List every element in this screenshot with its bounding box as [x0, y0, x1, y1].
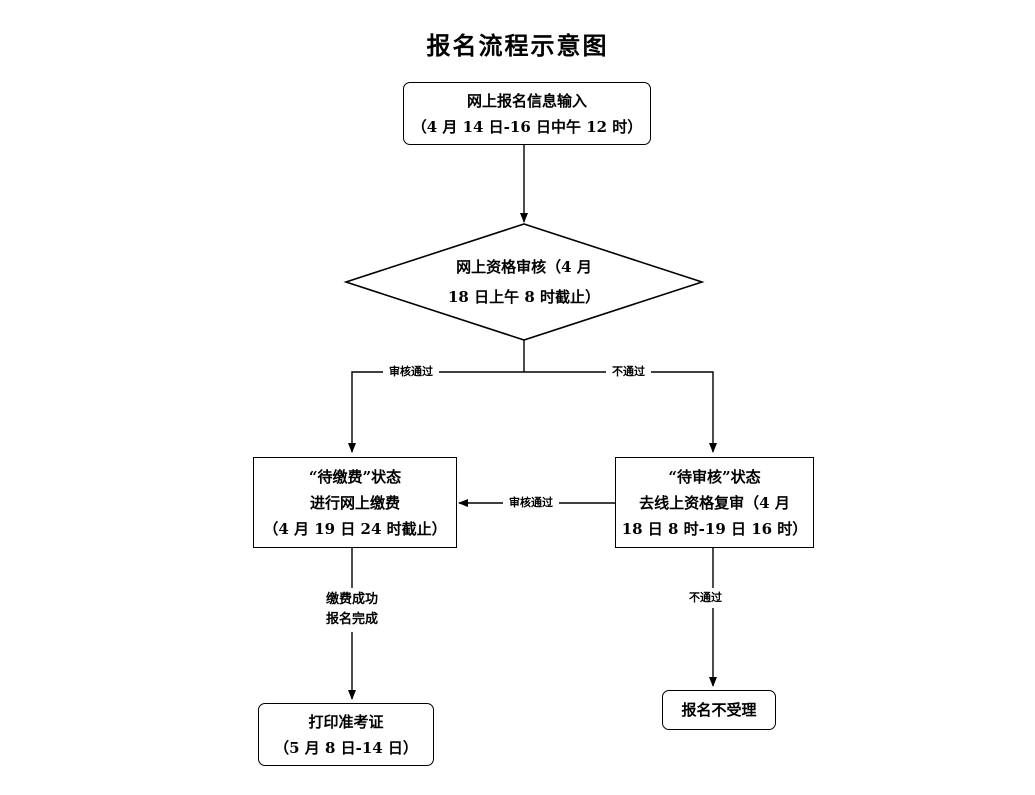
diagram-title: 报名流程示意图 — [426, 31, 609, 60]
node-online-registration-line2: （4 月 14 日-16 日中午 12 时） — [411, 117, 643, 136]
node-pending-payment-line1: “待缴费”状态 — [308, 467, 402, 486]
node-registration-rejected-line1: 报名不受理 — [681, 701, 757, 719]
label-review-pass: 审核通过 — [383, 365, 439, 379]
label-recheck-pass: 审核通过 — [503, 496, 559, 510]
node-online-registration-line1: 网上报名信息输入 — [466, 91, 587, 110]
node-pending-review-line1: “待审核”状态 — [668, 467, 761, 486]
label-review-fail: 不通过 — [606, 365, 651, 379]
node-registration-rejected: 报名不受理 — [662, 690, 776, 730]
node-online-review: 网上资格审核（4 月 18 日上午 8 时截止） — [424, 252, 624, 312]
node-online-review-line2: 18 日上午 8 时截止） — [448, 288, 600, 306]
node-pending-review-line3: 18 日 8 时-19 日 16 时） — [621, 519, 808, 538]
node-pending-payment-line2: 进行网上缴费 — [309, 493, 400, 512]
label-payment-done: 缴费成功 报名完成 — [312, 588, 392, 632]
node-pending-payment-line3: （4 月 19 日 24 时截止） — [263, 519, 447, 538]
edge-review-fail — [524, 371, 717, 453]
edge-review-pass — [348, 371, 524, 453]
node-pending-payment: “待缴费”状态 进行网上缴费 （4 月 19 日 24 时截止） — [253, 457, 457, 548]
node-pending-review-line2: 去线上资格复审（4 月 — [639, 493, 790, 512]
node-print-admission-ticket-line1: 打印准考证 — [308, 712, 384, 731]
label-payment-done-line1: 缴费成功 — [325, 592, 378, 607]
label-payment-done-line2: 报名完成 — [325, 612, 378, 627]
node-pending-review: “待审核”状态 去线上资格复审（4 月 18 日 8 时-19 日 16 时） — [615, 457, 814, 548]
node-print-admission-ticket: 打印准考证 （5 月 8 日-14 日） — [258, 703, 434, 766]
node-print-admission-ticket-line2: （5 月 8 日-14 日） — [274, 738, 418, 757]
node-online-registration: 网上报名信息输入 （4 月 14 日-16 日中午 12 时） — [403, 82, 651, 145]
node-online-review-line1: 网上资格审核（4 月 — [456, 258, 592, 276]
label-recheck-fail: 不通过 — [683, 588, 728, 608]
